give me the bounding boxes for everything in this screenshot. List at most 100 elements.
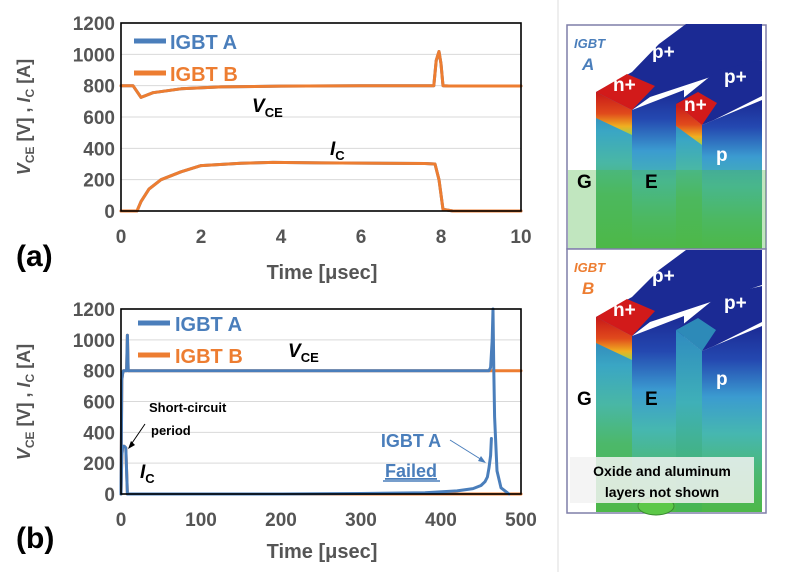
chart-b-series-igbt-a bbox=[119, 307, 511, 496]
chart-a-annotation-vce-sub: CE bbox=[265, 105, 283, 120]
chart-a-series-igbt-a bbox=[119, 160, 523, 213]
chart-a-y-tick-labels: 0 200 400 600 800 1000 1200 bbox=[73, 14, 115, 223]
chart-a-x-tick-label: 0 bbox=[116, 227, 127, 248]
chart-a-y-tick-label: 1200 bbox=[73, 14, 115, 35]
chart-a-y-tick-label: 200 bbox=[83, 171, 115, 192]
chart-b-x-tick-label: 200 bbox=[265, 510, 297, 531]
device-b-pplus-left: p+ bbox=[652, 266, 675, 287]
device-a-nplus-left: n+ bbox=[613, 75, 636, 96]
device-b-nplus-left: n+ bbox=[613, 300, 636, 321]
short-circuit-label-2: period bbox=[151, 423, 191, 438]
chart-a-x-tick-label: 2 bbox=[196, 227, 207, 248]
chart-a-x-tick-label: 10 bbox=[510, 227, 531, 248]
failed-arrow bbox=[449, 439, 483, 461]
device-b-gate: G bbox=[577, 389, 592, 410]
device-b-title: IGBT bbox=[574, 260, 606, 275]
chart-b-annotation-ic-sub: C bbox=[145, 471, 155, 486]
chart-b-annotation-vce-sub: CE bbox=[301, 350, 319, 365]
chart-a-annotation-ic-main: I bbox=[330, 139, 336, 160]
device-a-pplus-right: p+ bbox=[724, 67, 747, 88]
device-b-letter: B bbox=[582, 279, 594, 298]
device-b-note-line1: Oxide and aluminum bbox=[593, 463, 731, 479]
chart-a-series-igbt-b bbox=[119, 160, 523, 213]
device-a-nplus-right: n+ bbox=[684, 95, 707, 116]
chart-b-y-tick-label: 1000 bbox=[73, 331, 115, 352]
chart-b-y-tick-label: 0 bbox=[104, 485, 115, 506]
chart-a-y-tick-label: 1000 bbox=[73, 45, 115, 66]
chart-b-x-tick-label: 500 bbox=[505, 510, 537, 531]
device-b-trench-cap bbox=[676, 318, 716, 351]
chart-b-x-tick-labels: 0 100 200 300 400 500 bbox=[116, 510, 537, 531]
device-a-right-nplus-top bbox=[676, 92, 717, 125]
chart-a-y-tick-label: 600 bbox=[83, 108, 115, 129]
device-a-left-front bbox=[596, 92, 632, 249]
device-b-nplus-top bbox=[596, 299, 655, 336]
legend-b-label-igbt-b: IGBT B bbox=[175, 346, 243, 368]
device-a-left-side bbox=[632, 90, 684, 249]
chart-a-x-tick-label: 6 bbox=[356, 227, 367, 248]
chart-b-x-tick-label: 400 bbox=[425, 510, 457, 531]
device-a-emitter: E bbox=[645, 172, 658, 193]
chart-a-series bbox=[119, 50, 523, 213]
legend-b-label-igbt-a: IGBT A bbox=[175, 314, 242, 336]
short-circuit-arrow bbox=[129, 423, 146, 447]
chart-b-x-tick-label: 100 bbox=[185, 510, 217, 531]
panel-b-label: (b) bbox=[16, 522, 54, 555]
failed-arrow-head bbox=[478, 456, 486, 463]
chart-b-annotation-vce-main: V bbox=[288, 341, 302, 362]
chart-b-legend: IGBT A IGBT B bbox=[138, 314, 243, 368]
chart-a-legend: IGBT A IGBT B bbox=[134, 32, 238, 86]
chart-a-annotation-vce: VCE bbox=[252, 96, 283, 120]
device-a-right-side bbox=[702, 100, 762, 249]
chart-b-x-tick-label: 0 bbox=[116, 510, 127, 531]
chart-a-y-tick-label: 0 bbox=[104, 202, 115, 223]
device-a-letter: A bbox=[581, 55, 594, 74]
device-b-diagram: IGBT B p+ p+ n+ p G E Oxide and aluminum… bbox=[566, 248, 767, 516]
legend-a-label-igbt-a: IGBT A bbox=[170, 32, 237, 54]
legend-a-label-igbt-b: IGBT B bbox=[170, 64, 238, 86]
chart-b-y-tick-label: 600 bbox=[83, 393, 115, 414]
chart-a-y-tick-label: 800 bbox=[83, 77, 115, 98]
device-b-pplus-right: p+ bbox=[724, 293, 747, 314]
chart-a-series-igbt-b bbox=[119, 50, 523, 99]
chart-b-y-tick-label: 200 bbox=[83, 454, 115, 475]
failed-label-failed: Failed bbox=[385, 461, 437, 481]
chart-b-y-tick-label: 1200 bbox=[73, 300, 115, 321]
device-a-right-nplus-front bbox=[676, 104, 702, 145]
device-b-note-line2: layers not shown bbox=[605, 484, 719, 500]
device-a-substrate bbox=[568, 170, 766, 248]
chart-b-annotation-vce: VCE bbox=[288, 341, 319, 365]
chart-a-annotation-vce-main: V bbox=[252, 96, 266, 117]
device-b-emitter: E bbox=[645, 389, 658, 410]
device-b-p: p bbox=[716, 369, 728, 390]
chart-a-ylabel: VCE [V] , IC [A] bbox=[14, 59, 37, 175]
device-a-title: IGBT bbox=[574, 36, 606, 51]
failed-label-igbt: IGBT A bbox=[381, 431, 441, 451]
chart-a-y-tick-label: 400 bbox=[83, 139, 115, 160]
chart-b-xlabel: Time [μsec] bbox=[267, 541, 378, 563]
device-a-diagram: IGBT A p+ p+ n+ n+ p G E bbox=[566, 24, 767, 250]
chart-a-frame bbox=[120, 22, 522, 212]
short-circuit-label: Short-circuit bbox=[149, 400, 227, 415]
device-a-nplus-top bbox=[596, 74, 655, 110]
chart-b-y-tick-label: 800 bbox=[83, 362, 115, 383]
device-a-gate: G bbox=[577, 172, 592, 193]
device-b-nplus-front bbox=[596, 317, 632, 360]
chart-b-annotation-ic-main: I bbox=[140, 462, 146, 483]
device-a-p: p bbox=[716, 145, 728, 166]
chart-a-annotation-ic-sub: C bbox=[335, 148, 345, 163]
device-a-nplus-front bbox=[596, 92, 632, 135]
chart-a-x-tick-label: 4 bbox=[276, 227, 287, 248]
chart-a-annotation-ic: IC bbox=[330, 139, 345, 163]
chart-b-series-igbt-b bbox=[119, 444, 523, 496]
short-circuit-arrow-head bbox=[128, 441, 135, 449]
chart-b-ylabel: VCE [V] , IC [A] bbox=[14, 344, 37, 460]
chart-a-xlabel: Time [μsec] bbox=[267, 262, 378, 284]
device-b-note-box bbox=[570, 457, 754, 503]
chart-b-x-tick-label: 300 bbox=[345, 510, 377, 531]
